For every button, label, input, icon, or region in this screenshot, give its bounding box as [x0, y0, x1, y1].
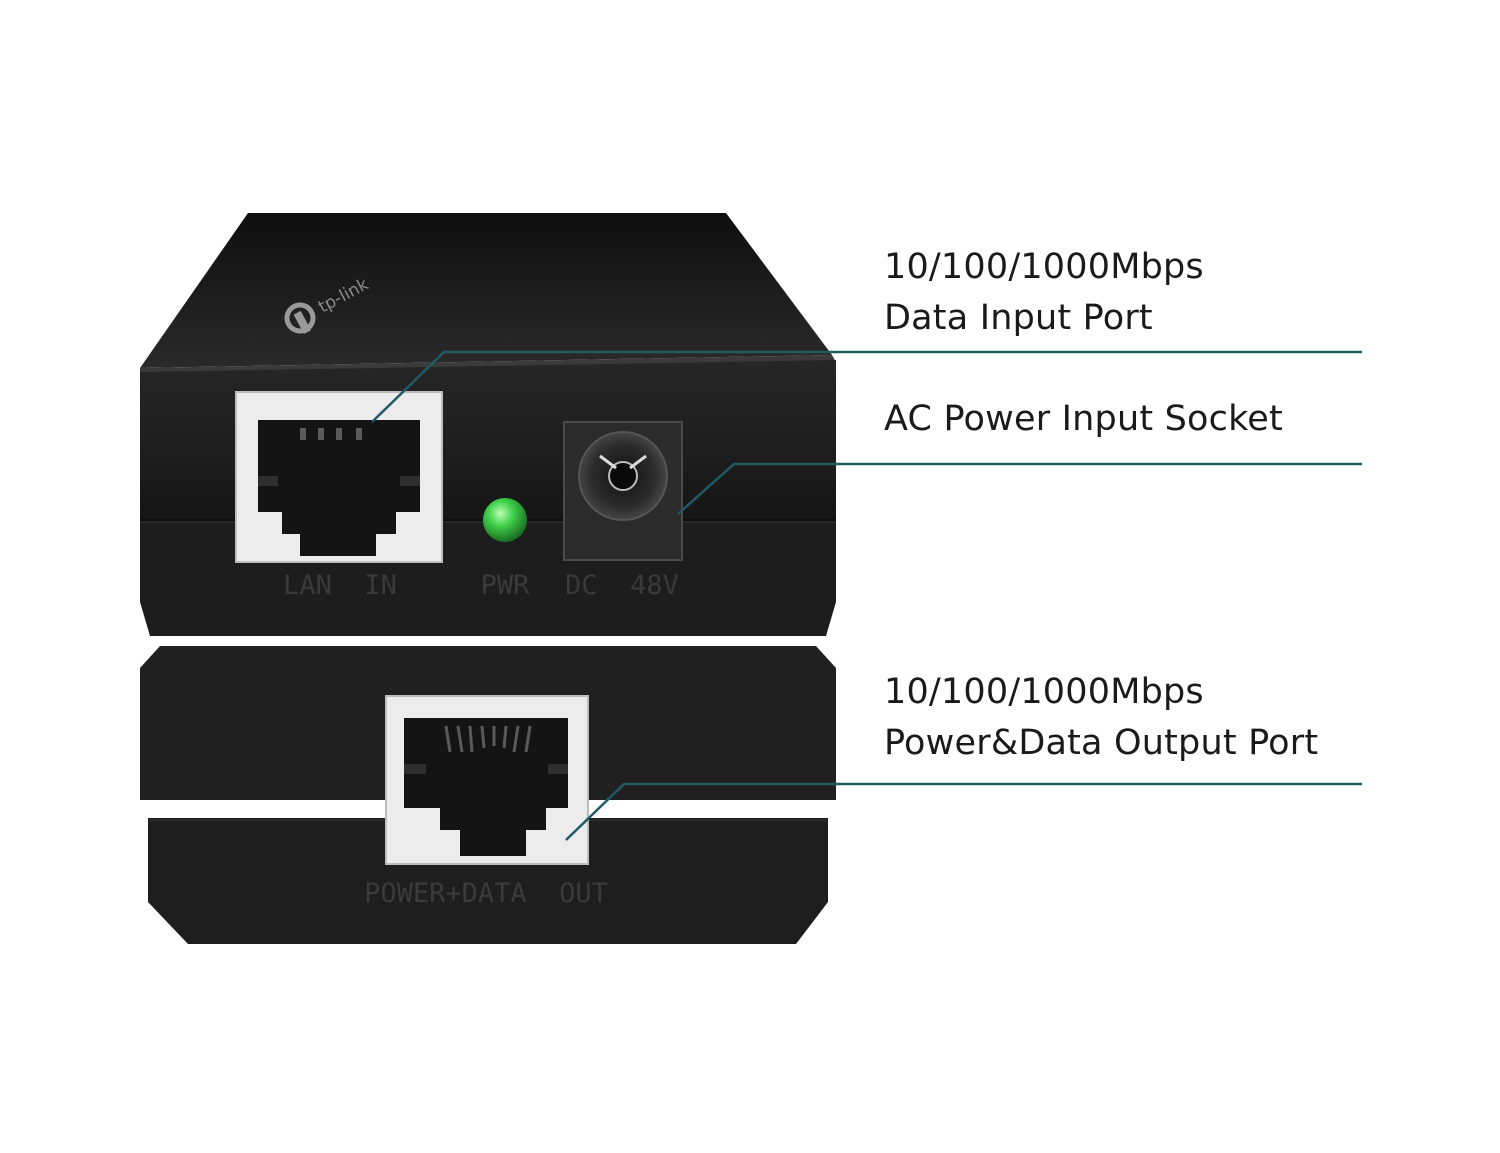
- pwr-label: PWR: [481, 570, 531, 601]
- callout-output-port: 10/100/1000Mbps Power&Data Output Port: [884, 667, 1318, 769]
- upper-unit: tp-link LAN IN PWR DC 48V: [140, 213, 836, 636]
- callout-data-input-port: 10/100/1000Mbps Data Input Port: [884, 242, 1204, 344]
- callout-output-title: Power&Data Output Port: [884, 723, 1319, 763]
- leader-line-output: [565, 782, 1362, 841]
- lan-in-port: [235, 391, 443, 563]
- callout-data-input-title: Data Input Port: [884, 298, 1153, 338]
- leader-line-ac-power: [677, 462, 1362, 515]
- power-data-out-label: POWER+DATA OUT: [364, 878, 608, 909]
- leader-line-data-input: [371, 350, 1362, 423]
- callout-data-input-speed: 10/100/1000Mbps: [884, 247, 1204, 287]
- callout-ac-power-socket: AC Power Input Socket: [884, 394, 1283, 445]
- callout-ac-power-title: AC Power Input Socket: [884, 399, 1283, 439]
- callout-output-speed: 10/100/1000Mbps: [884, 672, 1204, 712]
- power-data-out-port: [385, 695, 589, 865]
- dc-label: DC 48V: [565, 570, 679, 601]
- device-top: [140, 213, 832, 368]
- lower-unit: POWER+DATA OUT: [140, 646, 836, 944]
- lan-in-label: LAN IN: [283, 570, 397, 601]
- dc-power-socket: [563, 421, 683, 561]
- power-led: [483, 498, 527, 542]
- leader-lines: [371, 350, 1362, 841]
